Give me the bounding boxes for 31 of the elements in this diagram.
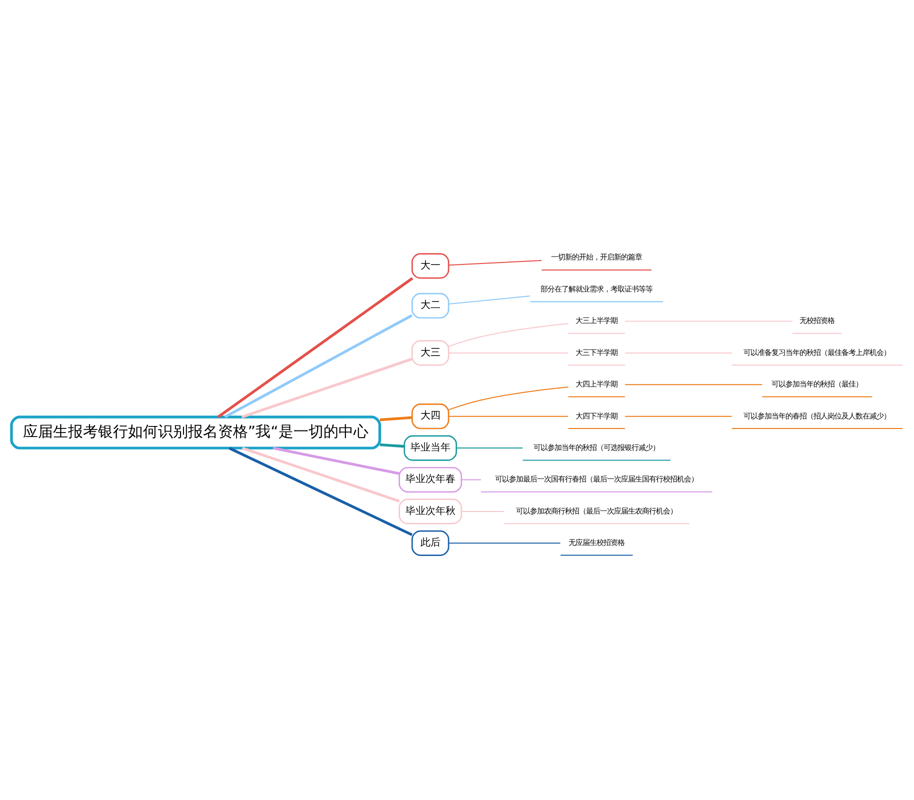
node-box: 大四 [411, 403, 450, 429]
connector [380, 416, 412, 421]
node-box: 毕业次年秋 [398, 498, 462, 524]
connector [625, 352, 732, 353]
connector [448, 260, 542, 266]
connector [217, 276, 414, 418]
node-box: 毕业次年春 [398, 466, 462, 492]
connector [448, 322, 568, 346]
connector [461, 478, 481, 480]
node-box: 毕业当年 [404, 434, 457, 460]
connector [224, 314, 413, 418]
connector [272, 446, 400, 474]
node-box: 应届生报考银行如何识别报名资格”我“是一切的中心 [10, 415, 382, 449]
node-box: 大三 [411, 340, 450, 366]
connector [228, 446, 413, 536]
connector [448, 295, 530, 304]
connector [448, 415, 568, 416]
connector [448, 542, 560, 544]
connector [448, 352, 568, 353]
connector [625, 320, 792, 322]
connector [241, 357, 413, 418]
connector [461, 510, 504, 512]
node-box: 大二 [411, 292, 450, 318]
node-box: 此后 [411, 530, 450, 556]
connector [625, 415, 732, 416]
connector [448, 386, 568, 410]
connector [380, 442, 404, 448]
connector [242, 446, 400, 502]
connector [625, 384, 762, 385]
connector [456, 447, 523, 448]
node-box: 大一 [411, 252, 450, 278]
